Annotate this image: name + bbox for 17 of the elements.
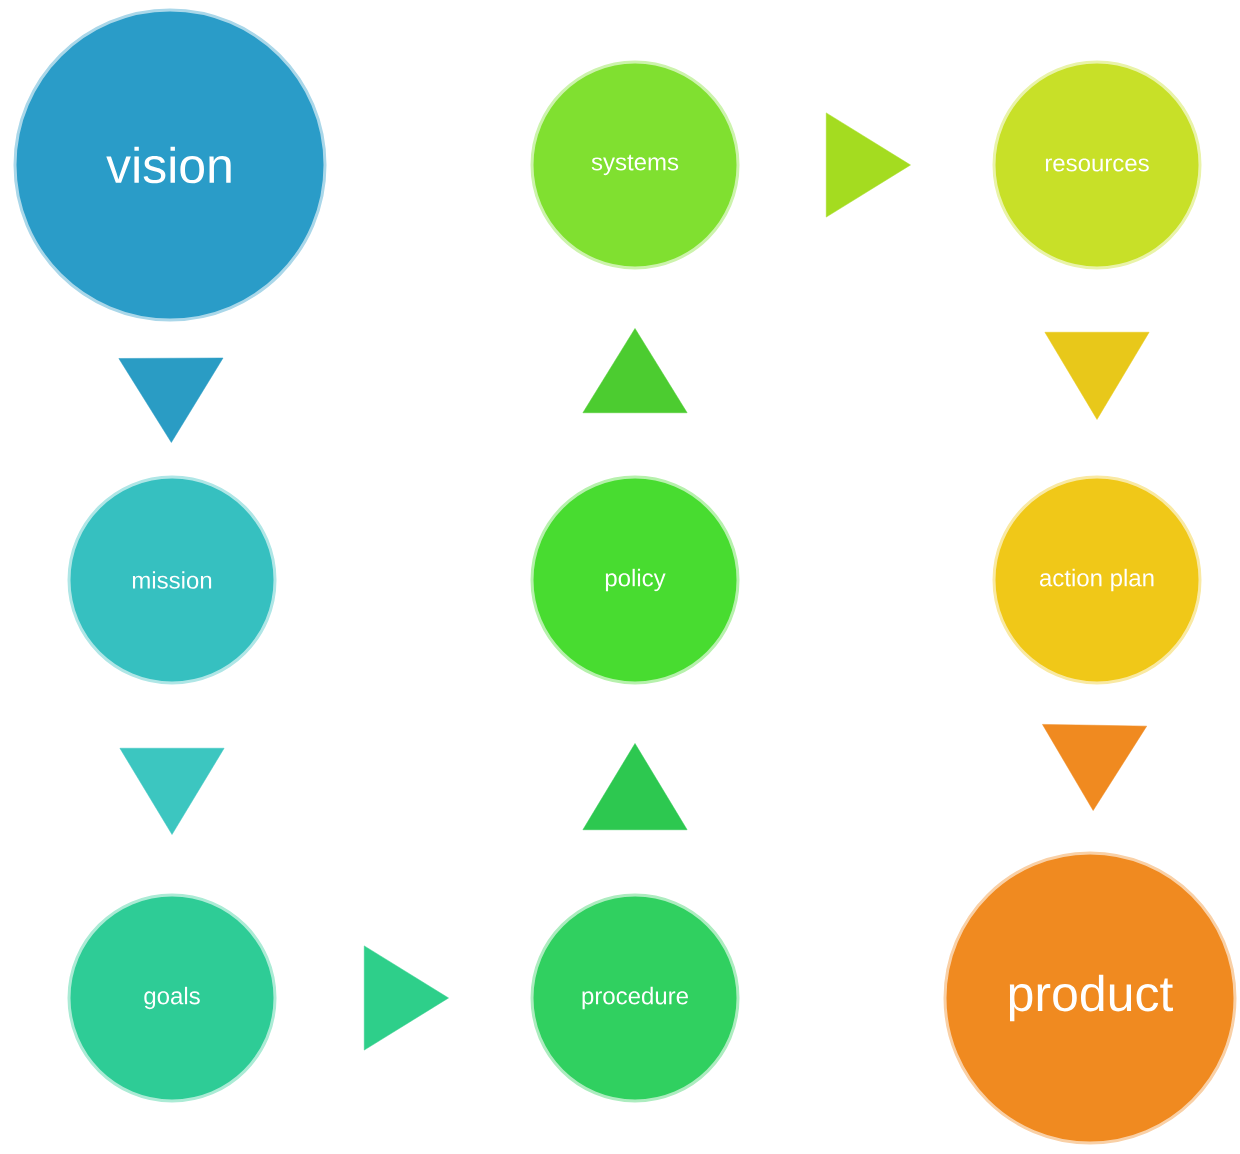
triangle-arrow [1044, 331, 1150, 420]
circle-node: systems [530, 60, 740, 270]
circle-node: action plan [992, 475, 1202, 685]
circle-node: policy [530, 475, 740, 685]
triangle-arrow [825, 112, 911, 218]
triangle-arrow [1042, 724, 1147, 811]
triangle-arrow [582, 743, 688, 831]
triangle-arrow [363, 945, 449, 1051]
circle-node: resources [992, 60, 1202, 270]
circle-node: mission [67, 475, 277, 685]
circle-node: procedure [530, 893, 740, 1103]
circle-node: goals [67, 893, 277, 1103]
triangle-arrow [582, 328, 688, 414]
triangle-arrow [118, 357, 224, 443]
triangle-arrow [119, 747, 225, 835]
circle-node: vision [13, 8, 327, 322]
circle-node: product [943, 851, 1237, 1145]
